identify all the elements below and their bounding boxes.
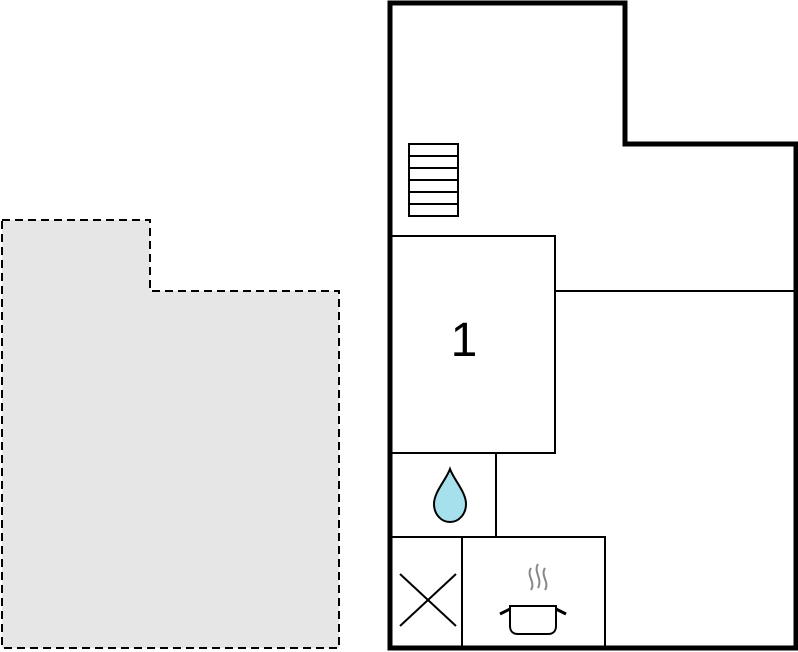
outdoor-area [1, 219, 340, 649]
building-outline [387, 0, 798, 651]
cooking-pot-icon [499, 563, 567, 635]
interior-walls [390, 235, 796, 648]
water-drop-icon [432, 466, 468, 524]
stairs-icon [408, 143, 459, 217]
cross-icon [399, 573, 457, 627]
room-number-1: 1 [451, 314, 478, 367]
